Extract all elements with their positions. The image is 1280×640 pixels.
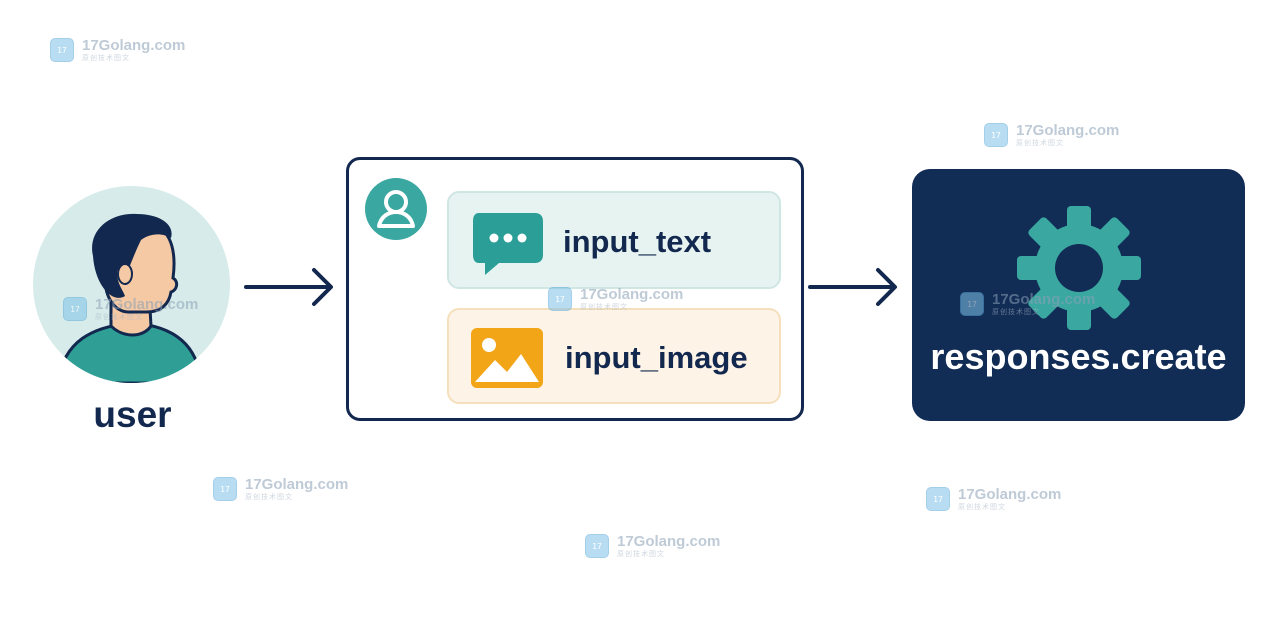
watermark-sub: 原创技术图文 <box>95 314 143 321</box>
watermark: 17 17Golang.com 原创技术图文 <box>984 123 1119 147</box>
watermark-sub: 原创技术图文 <box>580 304 628 311</box>
gear-icon <box>1014 203 1144 338</box>
watermark-logo-icon: 17 <box>50 38 74 62</box>
watermark-sub: 原创技术图文 <box>245 494 293 501</box>
input-image-label: input_image <box>565 340 748 375</box>
image-icon <box>469 326 545 395</box>
watermark: 17 17Golang.com 原创技术图文 <box>926 487 1061 511</box>
watermark: 17 17Golang.com 原创技术图文 <box>585 534 720 558</box>
watermark-logo-icon: 17 <box>960 292 984 316</box>
watermark-logo-icon: 17 <box>63 297 87 321</box>
input-text-label: input_text <box>563 224 712 259</box>
content-part-input-image: input_image <box>447 308 781 404</box>
watermark-logo-icon: 17 <box>926 487 950 511</box>
watermark: 17 17Golang.com 原创技术图文 <box>548 287 683 311</box>
arrow-right-icon <box>808 266 900 308</box>
watermark-sub: 原创技术图文 <box>958 504 1006 511</box>
watermark-logo-icon: 17 <box>984 123 1008 147</box>
api-label: responses.create <box>930 336 1227 377</box>
watermark: 17 17Golang.com 原创技术图文 <box>213 477 348 501</box>
user-avatar <box>33 186 230 383</box>
chat-bubble-icon <box>471 211 545 282</box>
watermark: 17 17Golang.com 原创技术图文 <box>960 292 1095 316</box>
content-part-input-text: input_text <box>447 191 781 289</box>
watermark-sub: 原创技术图文 <box>992 309 1040 316</box>
watermark-logo-icon: 17 <box>548 287 572 311</box>
person-icon <box>56 213 203 383</box>
watermark-site: 17Golang.com <box>82 37 186 54</box>
watermark-logo-icon: 17 <box>585 534 609 558</box>
watermark-site: 17Golang.com <box>958 486 1062 503</box>
watermark-site: 17Golang.com <box>95 296 199 313</box>
watermark-sub: 原创技术图文 <box>617 551 665 558</box>
user-label: user <box>93 394 172 435</box>
watermark-site: 17Golang.com <box>992 291 1096 308</box>
watermark: 17 17Golang.com 原创技术图文 <box>50 38 185 62</box>
arrow-right-icon <box>244 266 336 308</box>
user-icon <box>365 178 427 240</box>
watermark-site: 17Golang.com <box>1016 122 1120 139</box>
watermark: 17 17Golang.com 原创技术图文 <box>63 297 198 321</box>
watermark-site: 17Golang.com <box>245 476 349 493</box>
watermark-site: 17Golang.com <box>617 533 721 550</box>
watermark-sub: 原创技术图文 <box>1016 140 1064 147</box>
watermark-site: 17Golang.com <box>580 286 684 303</box>
watermark-sub: 原创技术图文 <box>82 55 130 62</box>
watermark-logo-icon: 17 <box>213 477 237 501</box>
